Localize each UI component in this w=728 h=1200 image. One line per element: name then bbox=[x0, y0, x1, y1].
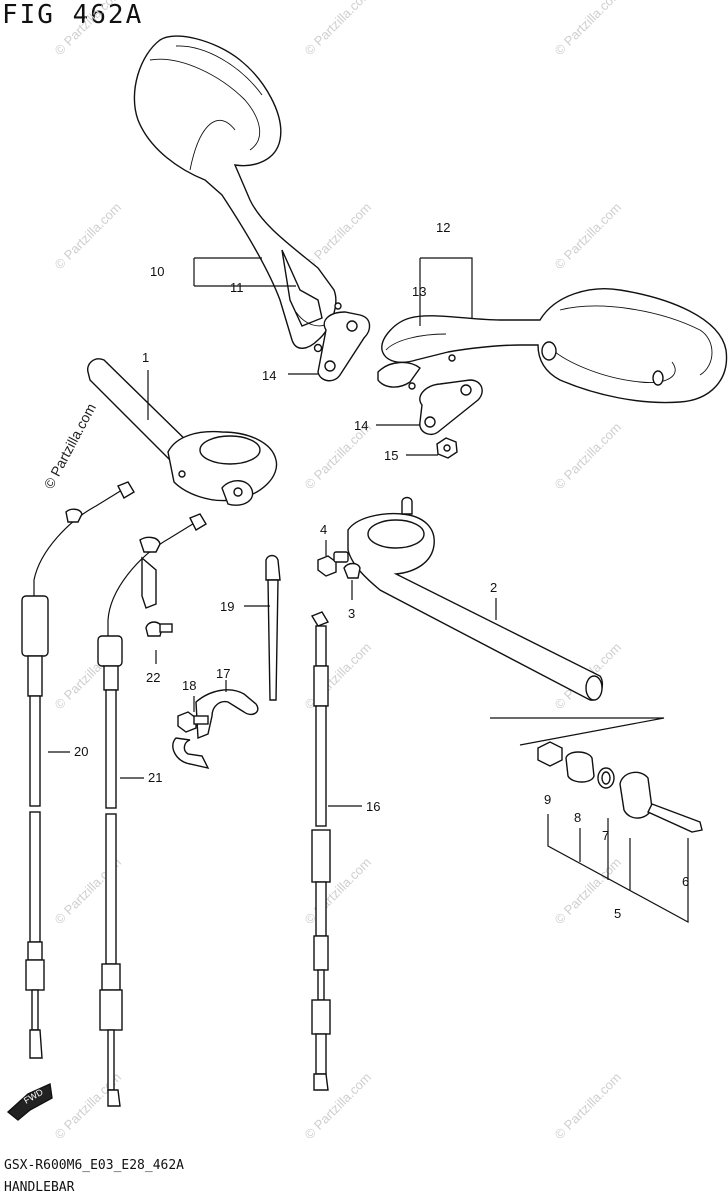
nut-15 bbox=[436, 437, 458, 459]
bar-end-9 bbox=[537, 741, 563, 767]
bracket-plate-lower bbox=[419, 379, 483, 436]
leader-lines bbox=[48, 257, 497, 807]
callout-2: 2 bbox=[490, 580, 497, 595]
watermark: © Partzilla.com bbox=[302, 1070, 375, 1143]
callout-4: 4 bbox=[320, 522, 327, 537]
left-mirror bbox=[133, 35, 342, 353]
callout-16: 16 bbox=[366, 799, 380, 814]
callout-5: 5 bbox=[614, 906, 621, 921]
callout-6: 6 bbox=[682, 874, 689, 889]
callout-1: 1 bbox=[142, 350, 149, 365]
bar-end-screw-6 bbox=[647, 803, 703, 833]
callout-19: 19 bbox=[220, 599, 234, 614]
figure-code: GSX-R600M6_E03_E28_462A bbox=[4, 1158, 185, 1173]
throttle-cable-21 bbox=[97, 513, 207, 1107]
callout-17: 17 bbox=[216, 666, 230, 681]
callout-3: 3 bbox=[348, 606, 355, 621]
figure-title: FIG 462A bbox=[2, 0, 144, 30]
watermark: © Partzilla.com bbox=[52, 0, 125, 58]
left-handlebar bbox=[87, 358, 278, 506]
bar-end-weight bbox=[619, 771, 653, 819]
bracket-plate-upper bbox=[317, 311, 371, 382]
watermark: © Partzilla.com bbox=[302, 200, 375, 273]
callout-20: 20 bbox=[74, 744, 88, 759]
screw-3 bbox=[343, 562, 361, 579]
callout-15: 15 bbox=[384, 448, 398, 463]
watermark-main: © Partzilla.com bbox=[41, 401, 99, 492]
callout-8: 8 bbox=[574, 810, 581, 825]
watermark: © Partzilla.com bbox=[552, 0, 625, 58]
callout-13: 13 bbox=[412, 284, 426, 299]
callout-18: 18 bbox=[182, 678, 196, 693]
cable-tie-19 bbox=[265, 554, 281, 701]
figure-name: HANDLEBAR bbox=[4, 1180, 75, 1195]
screw-22 bbox=[145, 621, 173, 637]
watermark: © Partzilla.com bbox=[552, 1070, 625, 1143]
watermark: © Partzilla.com bbox=[302, 0, 375, 58]
right-mirror bbox=[377, 288, 728, 404]
callout-labels: 1 2 3 4 5 6 7 8 9 10 11 12 13 14 14 15 1… bbox=[74, 220, 689, 921]
watermark: © Partzilla.com bbox=[302, 640, 375, 713]
callout-22: 22 bbox=[146, 670, 160, 685]
callout-7: 7 bbox=[602, 828, 609, 843]
bolt-4 bbox=[317, 551, 349, 577]
throttle-cable-20 bbox=[21, 481, 135, 1059]
callout-14-lower: 14 bbox=[354, 418, 368, 433]
callout-11: 11 bbox=[230, 280, 244, 295]
cable-16 bbox=[310, 611, 331, 1091]
bar-end-bracket-lines bbox=[547, 814, 689, 924]
clamp-17 bbox=[172, 689, 259, 770]
callout-21: 21 bbox=[148, 770, 162, 785]
fwd-badge: FWD bbox=[6, 1082, 53, 1121]
callout-14-upper: 14 bbox=[262, 368, 276, 383]
bar-end-7 bbox=[597, 767, 615, 789]
watermark: © Partzilla.com bbox=[52, 200, 125, 273]
callout-12: 12 bbox=[436, 220, 450, 235]
callout-9: 9 bbox=[544, 792, 551, 807]
bar-end-8 bbox=[565, 751, 595, 783]
bolt-18 bbox=[177, 711, 209, 733]
watermark: © Partzilla.com bbox=[552, 200, 625, 273]
watermark: © Partzilla.com bbox=[552, 420, 625, 493]
right-handlebar bbox=[347, 496, 665, 746]
callout-10: 10 bbox=[150, 264, 164, 279]
